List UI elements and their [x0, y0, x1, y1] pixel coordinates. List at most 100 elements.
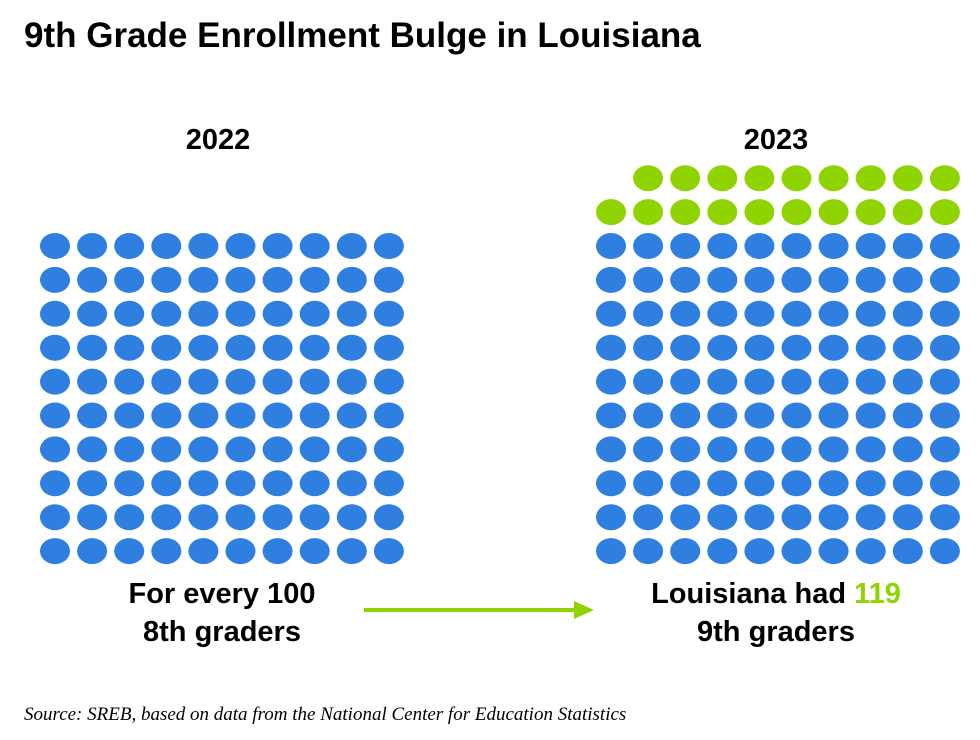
student-dot-2023	[670, 538, 701, 565]
student-dot-2023	[744, 368, 775, 395]
student-dot-2022	[77, 436, 108, 463]
student-dot-2023	[781, 436, 812, 463]
extra-student-dot-2023	[744, 199, 775, 226]
student-dot-2023	[892, 538, 923, 565]
extra-student-dot-2023	[892, 165, 923, 192]
student-dot-2022	[114, 266, 145, 293]
student-dot-2022	[336, 436, 367, 463]
dot-grid-2022	[40, 233, 404, 565]
student-dot-2023	[744, 538, 775, 565]
student-dot-2022	[373, 470, 404, 497]
extra-student-dot-2023	[633, 199, 664, 226]
student-dot-2022	[151, 300, 182, 327]
student-dot-2022	[262, 334, 293, 361]
student-dot-2022	[262, 538, 293, 565]
student-dot-2023	[892, 334, 923, 361]
student-dot-2023	[818, 334, 849, 361]
student-dot-2022	[299, 504, 330, 531]
student-dot-2023	[744, 266, 775, 293]
student-dot-2022	[225, 266, 256, 293]
student-dot-2023	[633, 402, 664, 429]
student-dot-2022	[114, 368, 145, 395]
caption-2022: For every 100 8th graders	[12, 575, 432, 651]
extra-student-dot-2023	[929, 165, 960, 192]
student-dot-2022	[299, 368, 330, 395]
student-dot-2023	[707, 504, 738, 531]
student-dot-2022	[40, 300, 70, 327]
extra-student-dot-2023	[818, 199, 849, 226]
student-dot-2022	[151, 436, 182, 463]
student-dot-2023	[670, 300, 701, 327]
student-dot-2022	[40, 368, 70, 395]
student-dot-2022	[373, 334, 404, 361]
student-dot-2022	[262, 436, 293, 463]
student-dot-2022	[77, 266, 108, 293]
student-dot-2023	[855, 470, 886, 497]
caption-2023-highlight: 119	[854, 578, 901, 610]
student-dot-2023	[670, 233, 701, 259]
student-dot-2022	[151, 402, 182, 429]
extra-student-dot-2023	[633, 165, 664, 192]
student-dot-2023	[670, 266, 701, 293]
student-dot-2023	[781, 233, 812, 259]
extra-student-dot-2023	[781, 199, 812, 226]
student-dot-2022	[40, 538, 70, 565]
student-dot-2023	[929, 402, 960, 429]
student-dot-2023	[744, 402, 775, 429]
student-dot-2023	[596, 504, 626, 531]
student-dot-2022	[225, 504, 256, 531]
student-dot-2023	[633, 470, 664, 497]
extra-student-dot-2023	[892, 199, 923, 226]
student-dot-2022	[188, 402, 219, 429]
student-dot-2023	[929, 368, 960, 395]
student-dot-2023	[670, 504, 701, 531]
student-dot-2023	[707, 538, 738, 565]
dot-grid-2023	[596, 165, 960, 565]
student-dot-2023	[633, 233, 664, 259]
student-dot-2022	[336, 233, 367, 259]
student-dot-2023	[633, 334, 664, 361]
student-dot-2023	[892, 266, 923, 293]
student-dot-2022	[151, 368, 182, 395]
student-dot-2022	[299, 233, 330, 259]
student-dot-2023	[892, 402, 923, 429]
student-dot-2023	[596, 402, 626, 429]
student-dot-2023	[818, 470, 849, 497]
student-dot-2023	[744, 470, 775, 497]
student-dot-2022	[373, 266, 404, 293]
student-dot-2023	[929, 470, 960, 497]
student-dot-2023	[929, 266, 960, 293]
extra-student-dot-2023	[781, 165, 812, 192]
student-dot-2023	[818, 233, 849, 259]
student-dot-2022	[188, 470, 219, 497]
student-dot-2023	[744, 334, 775, 361]
student-dot-2022	[225, 436, 256, 463]
chart-title: 9th Grade Enrollment Bulge in Louisiana	[24, 16, 701, 55]
student-dot-2022	[299, 334, 330, 361]
student-dot-2023	[855, 300, 886, 327]
student-dot-2022	[262, 402, 293, 429]
student-dot-2022	[299, 300, 330, 327]
student-dot-2022	[262, 504, 293, 531]
student-dot-2022	[40, 470, 70, 497]
student-dot-2022	[373, 504, 404, 531]
extra-student-dot-2023	[707, 199, 738, 226]
student-dot-2022	[188, 538, 219, 565]
student-dot-2023	[855, 266, 886, 293]
student-dot-2022	[336, 368, 367, 395]
source-note: Source: SREB, based on data from the Nat…	[24, 704, 627, 725]
student-dot-2022	[225, 300, 256, 327]
student-dot-2022	[114, 436, 145, 463]
student-dot-2022	[188, 436, 219, 463]
student-dot-2023	[855, 436, 886, 463]
student-dot-2022	[336, 266, 367, 293]
student-dot-2023	[744, 233, 775, 259]
student-dot-2022	[114, 334, 145, 361]
student-dot-2023	[929, 334, 960, 361]
student-dot-2023	[670, 436, 701, 463]
student-dot-2022	[40, 233, 70, 259]
student-dot-2023	[818, 368, 849, 395]
student-dot-2022	[188, 368, 219, 395]
student-dot-2023	[744, 436, 775, 463]
caption-2023-line1: Louisiana had 119	[566, 575, 980, 613]
